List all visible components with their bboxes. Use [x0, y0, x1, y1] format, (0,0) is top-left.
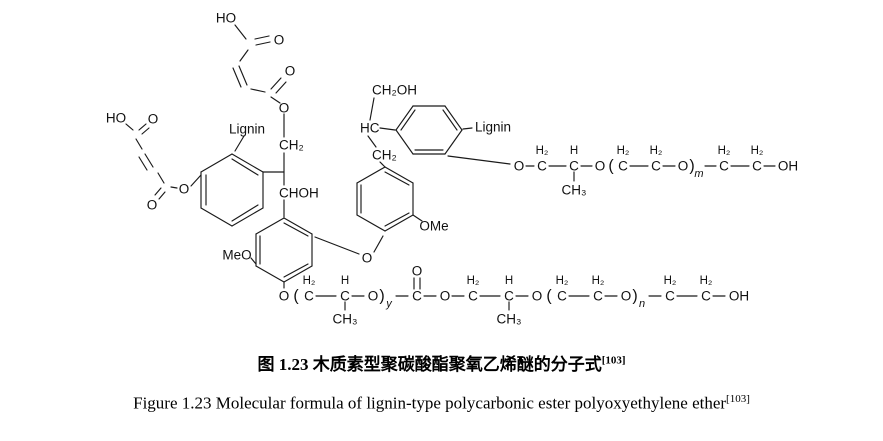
paren-close: ) — [689, 158, 694, 175]
atom-C: C — [651, 159, 661, 174]
caption-chinese-text: 图 1.23 木质素型聚碳酸酯聚氧乙烯醚的分子式 — [257, 355, 602, 374]
atom-C: C — [618, 159, 628, 174]
top-peg-chain-bonds — [525, 165, 776, 182]
bottom-chain-bonds — [315, 277, 726, 311]
paren-open: ( — [546, 288, 552, 305]
atom-H: H — [570, 145, 578, 157]
atom-C: C — [504, 289, 514, 304]
atom-O: O — [179, 182, 190, 197]
atom-O: O — [285, 64, 296, 79]
atom-C: C — [719, 159, 729, 174]
atom-HO: HO — [106, 111, 126, 126]
atom-H: H — [341, 275, 349, 287]
atom-O: O — [532, 289, 543, 304]
group-CH2OH: CH₂OH — [372, 83, 417, 98]
atom-H2: H₂ — [751, 145, 764, 157]
aromatic-ring-4 — [395, 105, 511, 165]
atom-O: O — [274, 33, 285, 48]
atom-H2: H₂ — [556, 275, 569, 287]
atom-H: H — [505, 275, 513, 287]
atom-C: C — [665, 289, 675, 304]
atom-O: O — [440, 289, 451, 304]
atom-H2: H₂ — [650, 145, 663, 157]
atom-O: O — [148, 112, 159, 127]
atom-O: O — [514, 159, 525, 174]
atom-H2: H₂ — [718, 145, 731, 157]
maleate-ester-top-bonds — [232, 24, 287, 138]
atom-O-ether-bridge: O — [362, 251, 373, 266]
aromatic-ring-1 — [200, 135, 264, 227]
subscript-n: n — [639, 298, 645, 310]
caption-chinese: 图 1.23 木质素型聚碳酸酯聚氧乙烯醚的分子式[103] — [0, 350, 883, 375]
atom-C: C — [701, 289, 711, 304]
caption-english-reference: [103] — [726, 393, 750, 405]
atom-H2: H₂ — [700, 275, 713, 287]
atom-OH: OH — [729, 289, 749, 304]
group-CH3: CH₃ — [333, 312, 358, 327]
atom-H2: H₂ — [536, 145, 549, 157]
atom-H2: H₂ — [664, 275, 677, 287]
paren-close: ) — [632, 288, 637, 305]
aromatic-ring-3 — [356, 166, 423, 232]
atom-C: C — [752, 159, 762, 174]
atom-O: O — [621, 289, 632, 304]
paren-open: ( — [293, 288, 299, 305]
atom-O: O — [595, 159, 606, 174]
aromatic-ring-2 — [250, 217, 360, 289]
atom-O: O — [147, 198, 158, 213]
group-CHOH: CHOH — [279, 186, 319, 201]
substituent-lignin: Lignin — [475, 120, 511, 135]
group-CH2: CH₂ — [279, 138, 304, 153]
atom-C: C — [593, 289, 603, 304]
paren-open: ( — [608, 158, 614, 175]
group-HC: HC — [360, 121, 380, 136]
atom-HO: HO — [216, 11, 236, 26]
upper-side-chain-bonds — [367, 97, 396, 168]
atom-O-carbonyl: O — [412, 264, 423, 279]
atom-O: O — [368, 289, 379, 304]
group-CH2: CH₂ — [372, 148, 397, 163]
group-CH3: CH₃ — [497, 312, 522, 327]
caption-chinese-reference: [103] — [601, 354, 626, 367]
atom-O: O — [678, 159, 689, 174]
side-chain-bonds — [262, 152, 285, 218]
atom-O: O — [279, 289, 290, 304]
atom-C: C — [569, 159, 579, 174]
substituent-MeO: MeO — [222, 248, 251, 263]
atom-H2: H₂ — [467, 275, 480, 287]
caption-english: Figure 1.23 Molecular formula of lignin-… — [0, 393, 883, 414]
paren-close: ) — [379, 288, 384, 305]
atom-OH: OH — [778, 159, 798, 174]
atom-C: C — [557, 289, 567, 304]
atom-C: C — [468, 289, 478, 304]
subscript-m: m — [694, 168, 703, 180]
subscript-y: y — [385, 298, 393, 310]
atom-C: C — [340, 289, 350, 304]
bond — [373, 235, 384, 253]
molecular-structure-diagram: HO O O O HO O O O Lignin CH₂ C — [106, 11, 798, 327]
substituent-OMe: OMe — [419, 219, 448, 234]
atom-C-carbonate: C — [412, 289, 422, 304]
atom-C: C — [304, 289, 314, 304]
atom-C: C — [537, 159, 547, 174]
atom-H2: H₂ — [592, 275, 605, 287]
atom-O: O — [279, 101, 290, 116]
substituent-lignin: Lignin — [229, 122, 265, 137]
diacid-ester-left-bonds — [125, 123, 202, 200]
atom-H2: H₂ — [617, 145, 630, 157]
group-CH3: CH₃ — [562, 183, 587, 198]
caption-english-text: Figure 1.23 Molecular formula of lignin-… — [133, 393, 727, 413]
atom-H2: H₂ — [303, 275, 316, 287]
